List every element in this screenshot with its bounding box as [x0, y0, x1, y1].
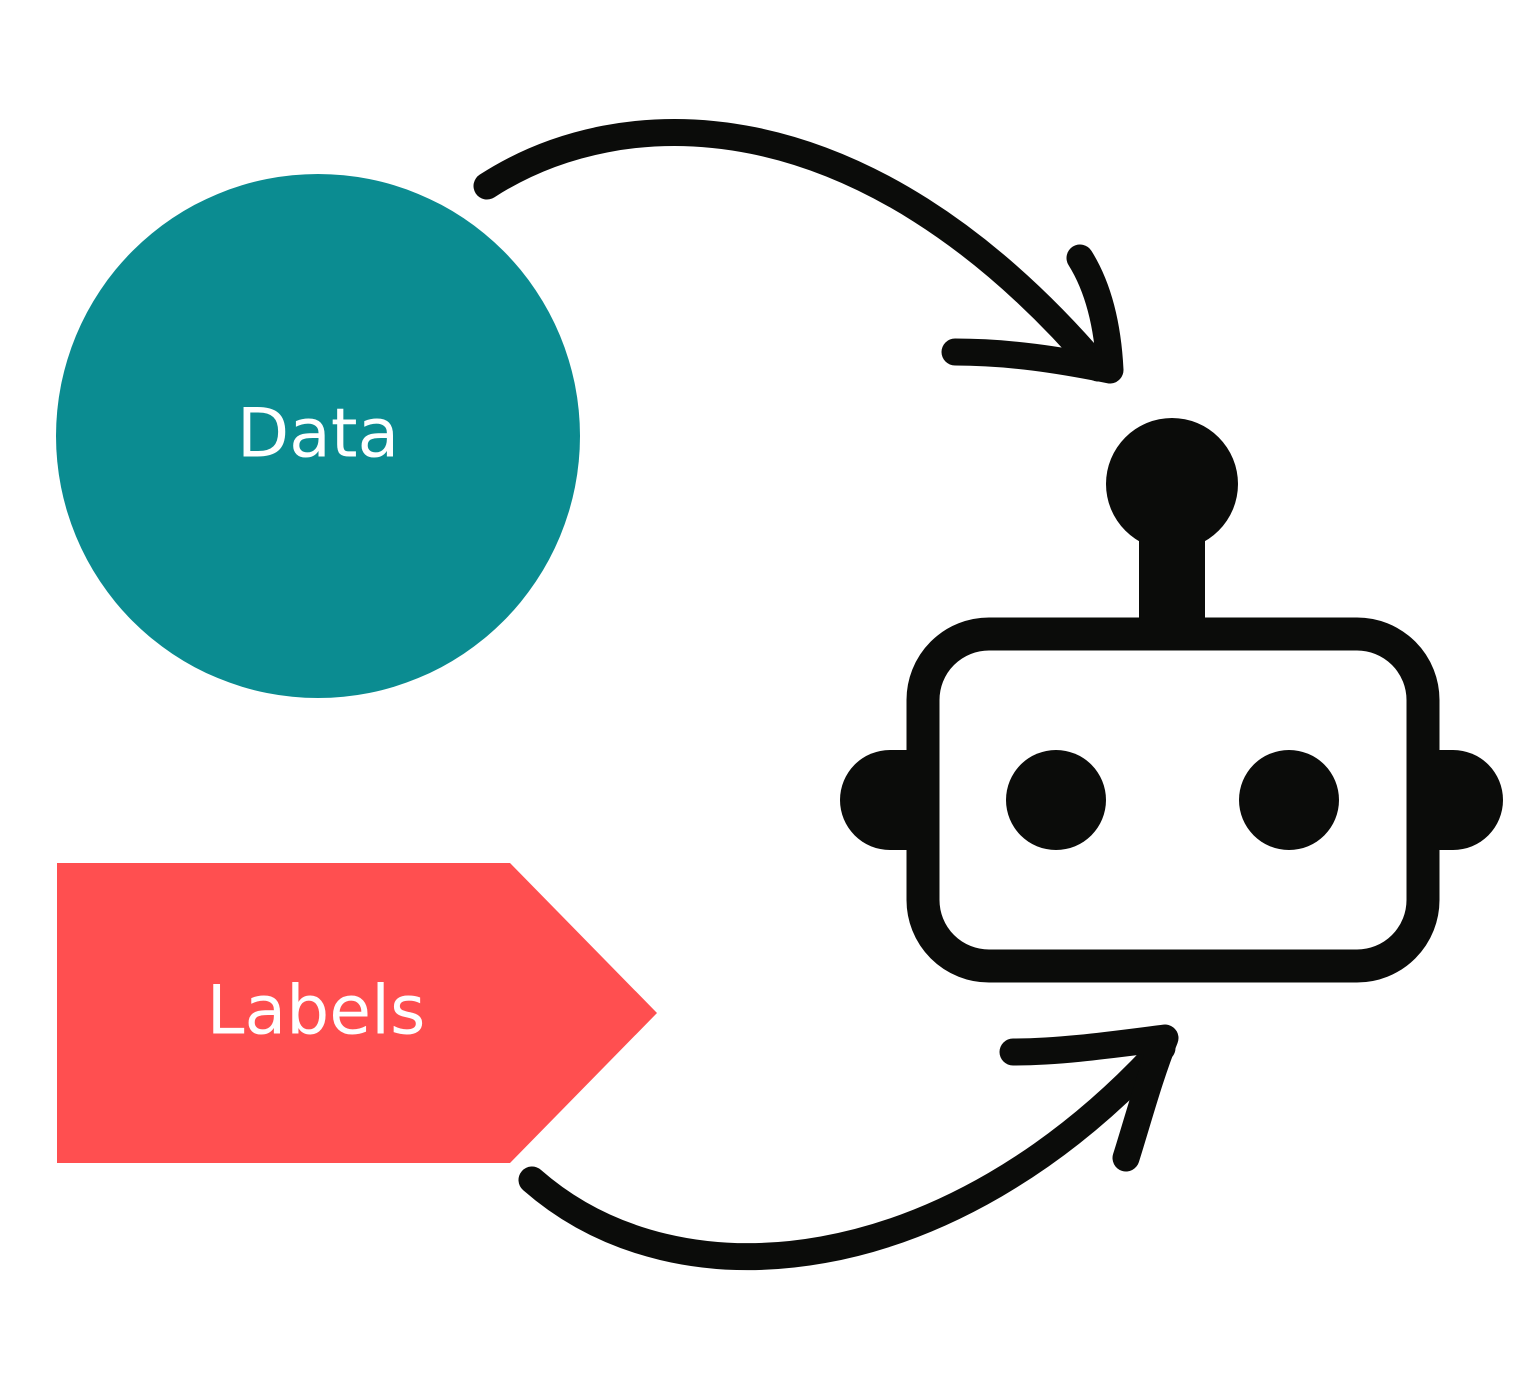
labels-node: Labels: [57, 863, 657, 1163]
robot-antenna-ball: [1106, 418, 1238, 550]
robot-left-ear: [840, 750, 925, 850]
arrow-head-bottom: [999, 1024, 1179, 1172]
data-node: Data: [56, 174, 580, 698]
arrow-head-top: [941, 244, 1124, 384]
robot-right-ear: [1420, 750, 1503, 850]
robot-icon: [840, 418, 1503, 983]
labels-to-robot-arrow: [518, 1024, 1179, 1271]
labels-tag-shape: [57, 863, 657, 1163]
robot-right-eye: [1239, 750, 1339, 850]
data-to-robot-arrow: [473, 119, 1124, 384]
robot-head: [906, 617, 1440, 983]
labels-label: Labels: [207, 972, 426, 1051]
robot-left-eye: [1006, 750, 1106, 850]
curved-arrow-icon: [518, 1034, 1176, 1271]
data-label: Data: [237, 395, 399, 474]
data-circle: [56, 174, 580, 698]
curved-arrow-icon: [473, 119, 1112, 382]
